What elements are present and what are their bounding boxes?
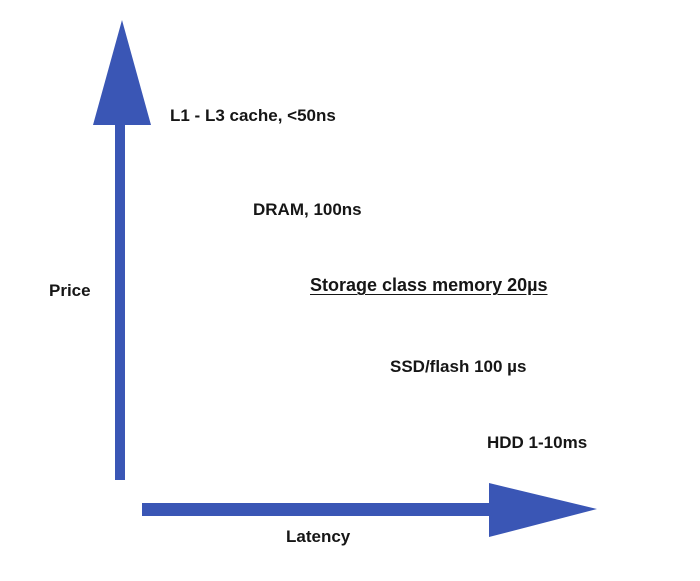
price-axis-label: Price [49, 281, 91, 300]
label-hdd: HDD 1-10ms [487, 433, 588, 452]
label-l1-l3-cache: L1 - L3 cache, <50ns [170, 106, 336, 125]
latency-axis-shaft [142, 503, 492, 516]
latency-axis-arrowhead [489, 483, 597, 537]
price-axis-shaft [115, 118, 125, 480]
latency-axis-label: Latency [286, 527, 351, 546]
label-ssd-flash: SSD/flash 100 µs [390, 357, 527, 376]
label-storage-class-memory: Storage class memory 20µs [310, 275, 548, 295]
label-dram: DRAM, 100ns [253, 200, 362, 219]
price-axis-arrowhead [93, 20, 151, 125]
